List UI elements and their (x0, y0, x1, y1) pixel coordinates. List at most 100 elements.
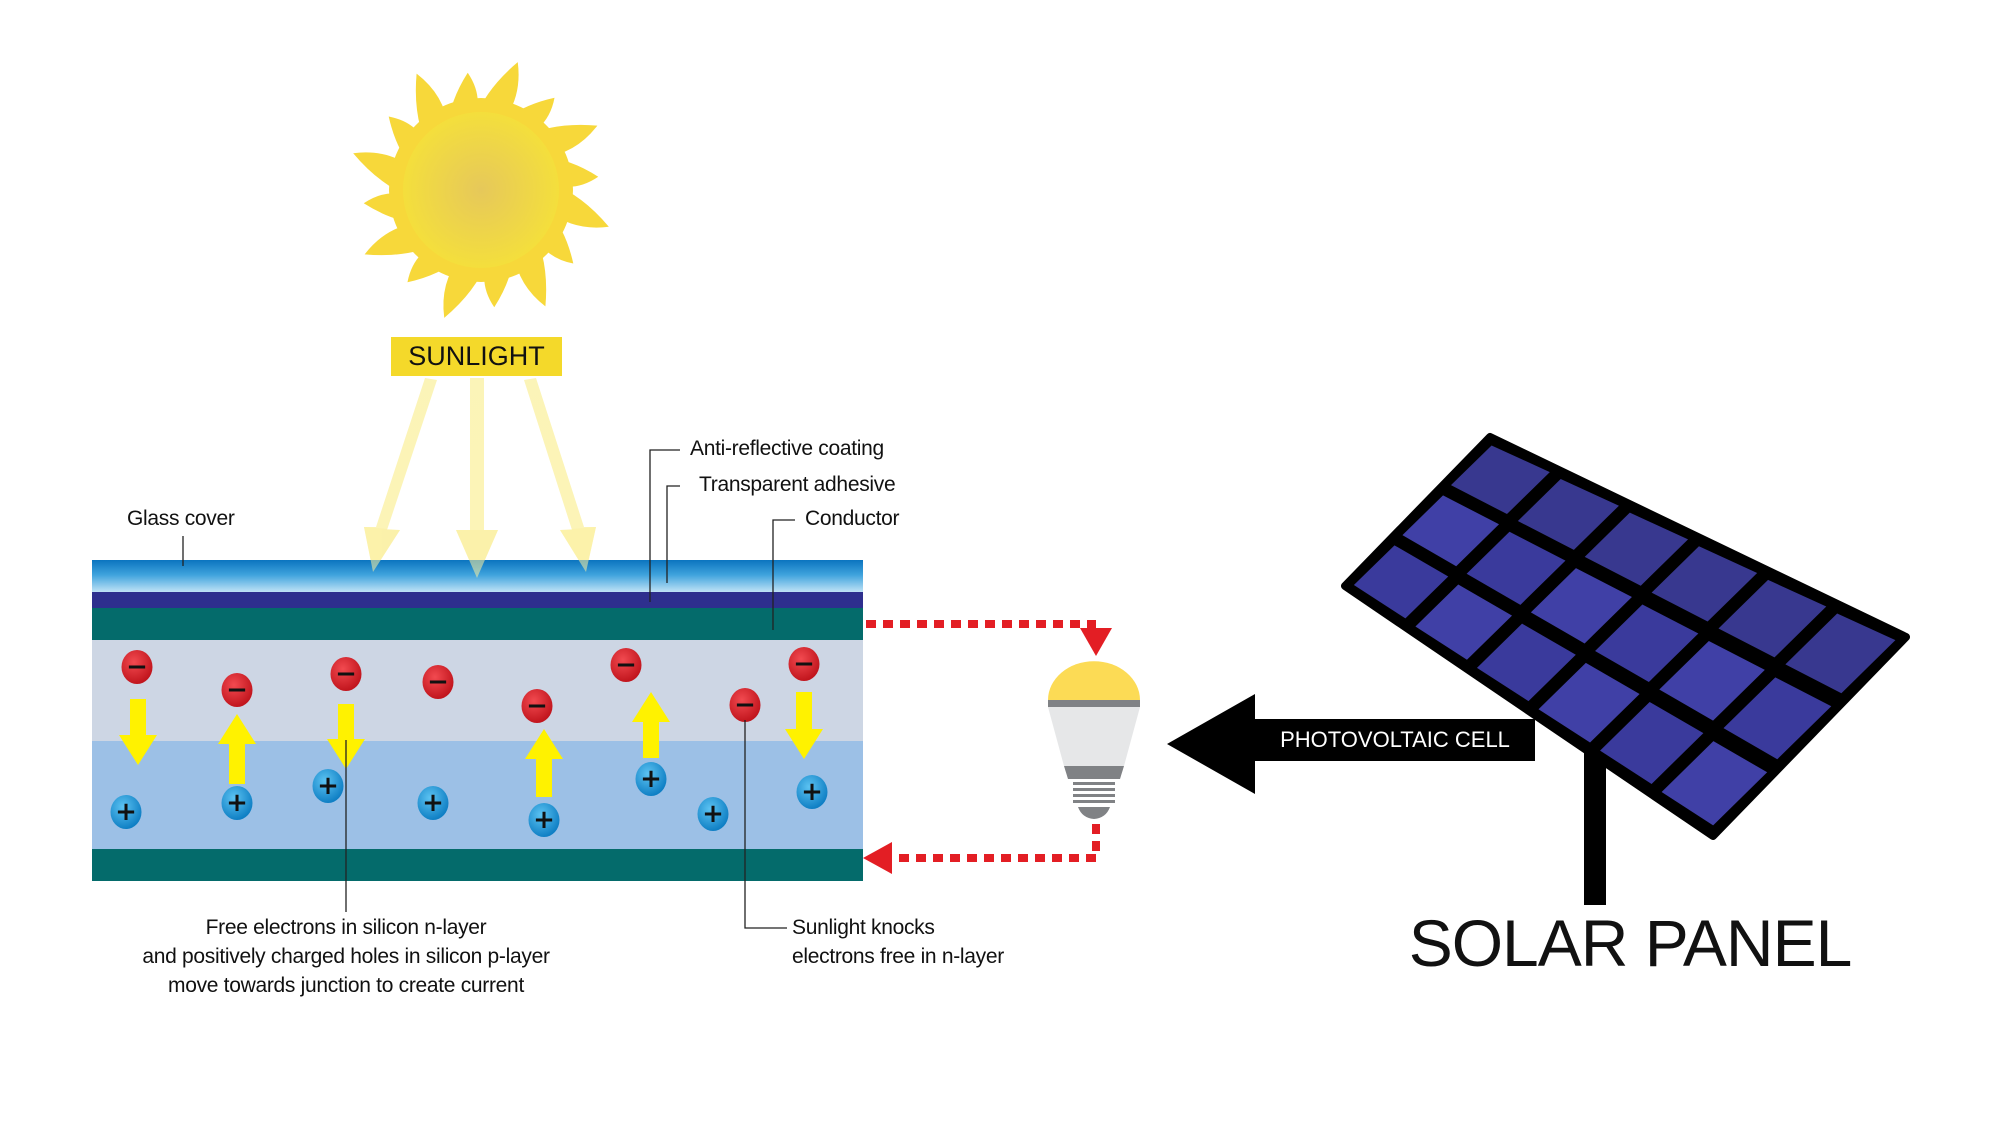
electron-sign: − (335, 659, 357, 689)
leader-conductor (772, 519, 795, 630)
panel-cell (1402, 495, 1500, 567)
hole-sign: + (115, 797, 137, 827)
top-conductor-layer (92, 608, 863, 640)
electron: − (610, 648, 642, 682)
photovoltaic-cell-layers (92, 560, 863, 881)
panel-cell (1785, 613, 1896, 694)
hole-body (528, 803, 560, 837)
panel-cell (1415, 584, 1513, 660)
arrow-down-icon (119, 699, 157, 765)
electron-body (788, 647, 820, 681)
panel-cell (1723, 677, 1832, 760)
leader-anti-reflective (649, 449, 680, 602)
carrier-movement-arrows (119, 692, 823, 797)
bulb-threads (1073, 782, 1115, 803)
panel-cell (1595, 604, 1699, 683)
junction-caption: Free electrons in silicon n-layer and po… (96, 913, 596, 1000)
beam-center (456, 378, 498, 578)
bulb-tip (1078, 807, 1110, 819)
bottom-conductor-layer (92, 849, 863, 881)
electron: − (422, 665, 454, 699)
knock-caption: Sunlight knocks electrons free in n-laye… (792, 913, 1004, 971)
hole-body (110, 795, 142, 829)
electron-sign: − (615, 650, 637, 680)
hole: + (417, 786, 449, 820)
hole-sign: + (317, 771, 339, 801)
hole-body (635, 762, 667, 796)
wire-bottom-arrowhead (863, 842, 892, 874)
beam-tips (364, 527, 596, 578)
panel-cell (1466, 531, 1566, 605)
electron-body (610, 648, 642, 682)
photovoltaic-cell-label: PHOTOVOLTAIC CELL (1280, 727, 1510, 752)
electron-sign: − (526, 691, 548, 721)
beam-tip-center (456, 530, 498, 578)
panel-cell (1450, 445, 1550, 515)
hole-body (697, 797, 729, 831)
anti-reflective-coating-label: Anti-reflective coating (690, 437, 884, 460)
junction-caption-line-2: and positively charged holes in silicon … (142, 945, 550, 968)
thread (1073, 800, 1115, 803)
leader-knock (744, 720, 787, 929)
beam-tip-right (560, 527, 596, 572)
hole-sign: + (640, 764, 662, 794)
hole-sign: + (801, 777, 823, 807)
hole-sign: + (533, 805, 555, 835)
panel-cell (1661, 741, 1768, 826)
glass-cover-label: Glass cover (127, 507, 235, 530)
panel-cell (1600, 701, 1704, 784)
thread (1073, 794, 1115, 797)
knock-caption-line-1: Sunlight knocks (792, 916, 935, 939)
electron-sign: − (226, 675, 248, 705)
leader-transparent-adhesive (666, 485, 680, 583)
electron: − (221, 673, 253, 707)
electron-body (221, 673, 253, 707)
beam-right (524, 378, 596, 572)
junction-caption-line-1: Free electrons in silicon n-layer (205, 916, 487, 939)
panel-cell (1718, 579, 1827, 658)
electron-sign: − (793, 649, 815, 679)
panel-pole (1584, 745, 1606, 905)
panel-grid (1341, 433, 1910, 840)
electron: − (788, 647, 820, 681)
arrow-down-icon (327, 704, 365, 769)
electron: − (521, 689, 553, 723)
hole-sign: + (422, 788, 444, 818)
electron-sign: − (734, 690, 756, 720)
p-layer (92, 741, 863, 849)
light-bulb-icon (1048, 661, 1140, 819)
sunlight-beams (364, 378, 596, 578)
hole-sign: + (226, 788, 248, 818)
hole-sign: + (702, 799, 724, 829)
panel-cell (1530, 568, 1632, 644)
panel-cell (1517, 479, 1619, 550)
thread (1073, 782, 1115, 785)
hole: + (796, 775, 828, 809)
panel-cell (1538, 662, 1640, 743)
sunlight-label: SUNLIGHT (391, 337, 562, 376)
electron-body (121, 650, 153, 684)
hole: + (528, 803, 560, 837)
hole: + (110, 795, 142, 829)
hole-body (312, 769, 344, 803)
junction-caption-line-3: move towards junction to create current (168, 974, 524, 997)
arrow-down-icon (785, 692, 823, 759)
electron-body (729, 688, 761, 722)
sun-icon (353, 62, 609, 318)
electron-body (330, 657, 362, 691)
leader-lines (182, 449, 795, 929)
electron-sign: − (126, 652, 148, 682)
hole: + (697, 797, 729, 831)
anti-reflective-layer (92, 592, 863, 609)
solar-panel-icon (1341, 433, 1910, 905)
thread (1073, 788, 1115, 791)
bulb-body (1048, 707, 1140, 766)
electron: − (121, 650, 153, 684)
panel-cell (1659, 640, 1765, 721)
arrow-shape (1167, 694, 1535, 794)
hole: + (312, 769, 344, 803)
electron-sign: − (427, 667, 449, 697)
hole-body (796, 775, 828, 809)
